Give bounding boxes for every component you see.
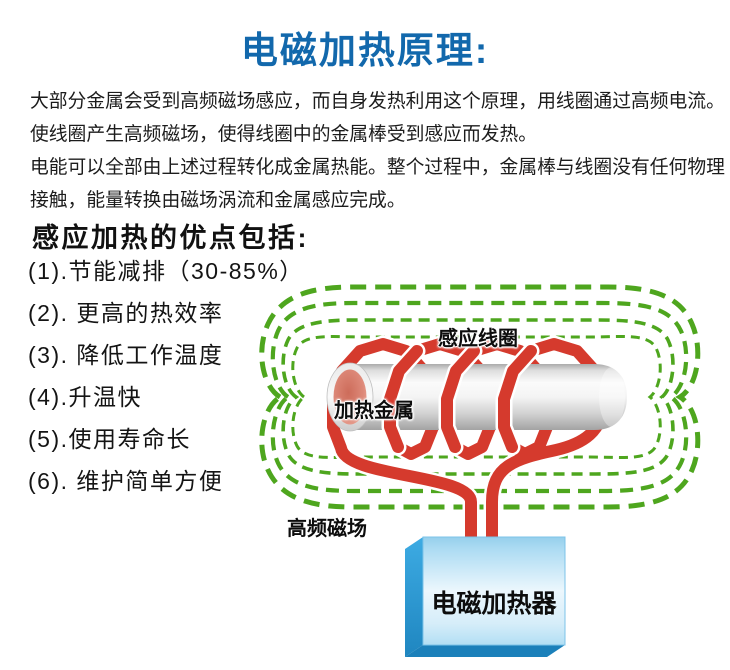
rod-right-highlight	[599, 367, 625, 427]
front-strand	[498, 345, 537, 453]
advantage-item-4: (4).升温快	[28, 384, 142, 410]
field-loop-3	[281, 318, 675, 476]
coil-front-strands	[381, 342, 540, 456]
advantages-list: (1).节能减排（30-85%） (2). 更高的热效率 (3). 降低工作温度…	[28, 250, 304, 502]
advantage-item-6: (6). 维护简单方便	[28, 468, 224, 494]
heater-box	[405, 536, 566, 657]
front-strand	[441, 345, 480, 453]
heater-front-face	[422, 536, 566, 646]
field-loop-outer	[259, 284, 701, 510]
page-title: 电磁加热原理:	[240, 30, 490, 71]
rod-body	[350, 364, 627, 430]
advantage-item-5: (5).使用寿命长	[28, 426, 191, 452]
field-loop-2	[270, 300, 689, 494]
hf-field-label: 高频磁场	[287, 518, 367, 540]
heater-bottom-face	[405, 645, 565, 657]
rod-hot-face	[333, 369, 367, 425]
field-loop-inner	[291, 335, 662, 459]
metal-rod	[326, 362, 627, 432]
advantage-item-2: (2). 更高的热效率	[28, 300, 224, 326]
coil-label: 感应线圈	[438, 328, 518, 350]
intro-paragraph-1: 大部分金属会受到高频磁场感应，而自身发热利用这个原理，用线圈通过高频电流。使线圈…	[30, 90, 725, 144]
magnetic-field-lines	[259, 284, 701, 510]
advantage-item-1: (1).节能减排（30-85%）	[28, 258, 304, 284]
advantage-item-3: (3). 降低工作温度	[28, 342, 224, 368]
intro-paragraph-2: 电能可以全部由上述过程转化成金属热能。整个过程中，金属棒与线圈没有任何物理接触，…	[30, 156, 725, 210]
heater-left-face	[405, 537, 423, 657]
heater-label: 电磁加热器	[431, 590, 557, 618]
advantages-heading: 感应加热的优点包括:	[32, 223, 309, 253]
heated-metal-label: 加热金属	[334, 400, 414, 422]
front-strand	[384, 345, 423, 453]
